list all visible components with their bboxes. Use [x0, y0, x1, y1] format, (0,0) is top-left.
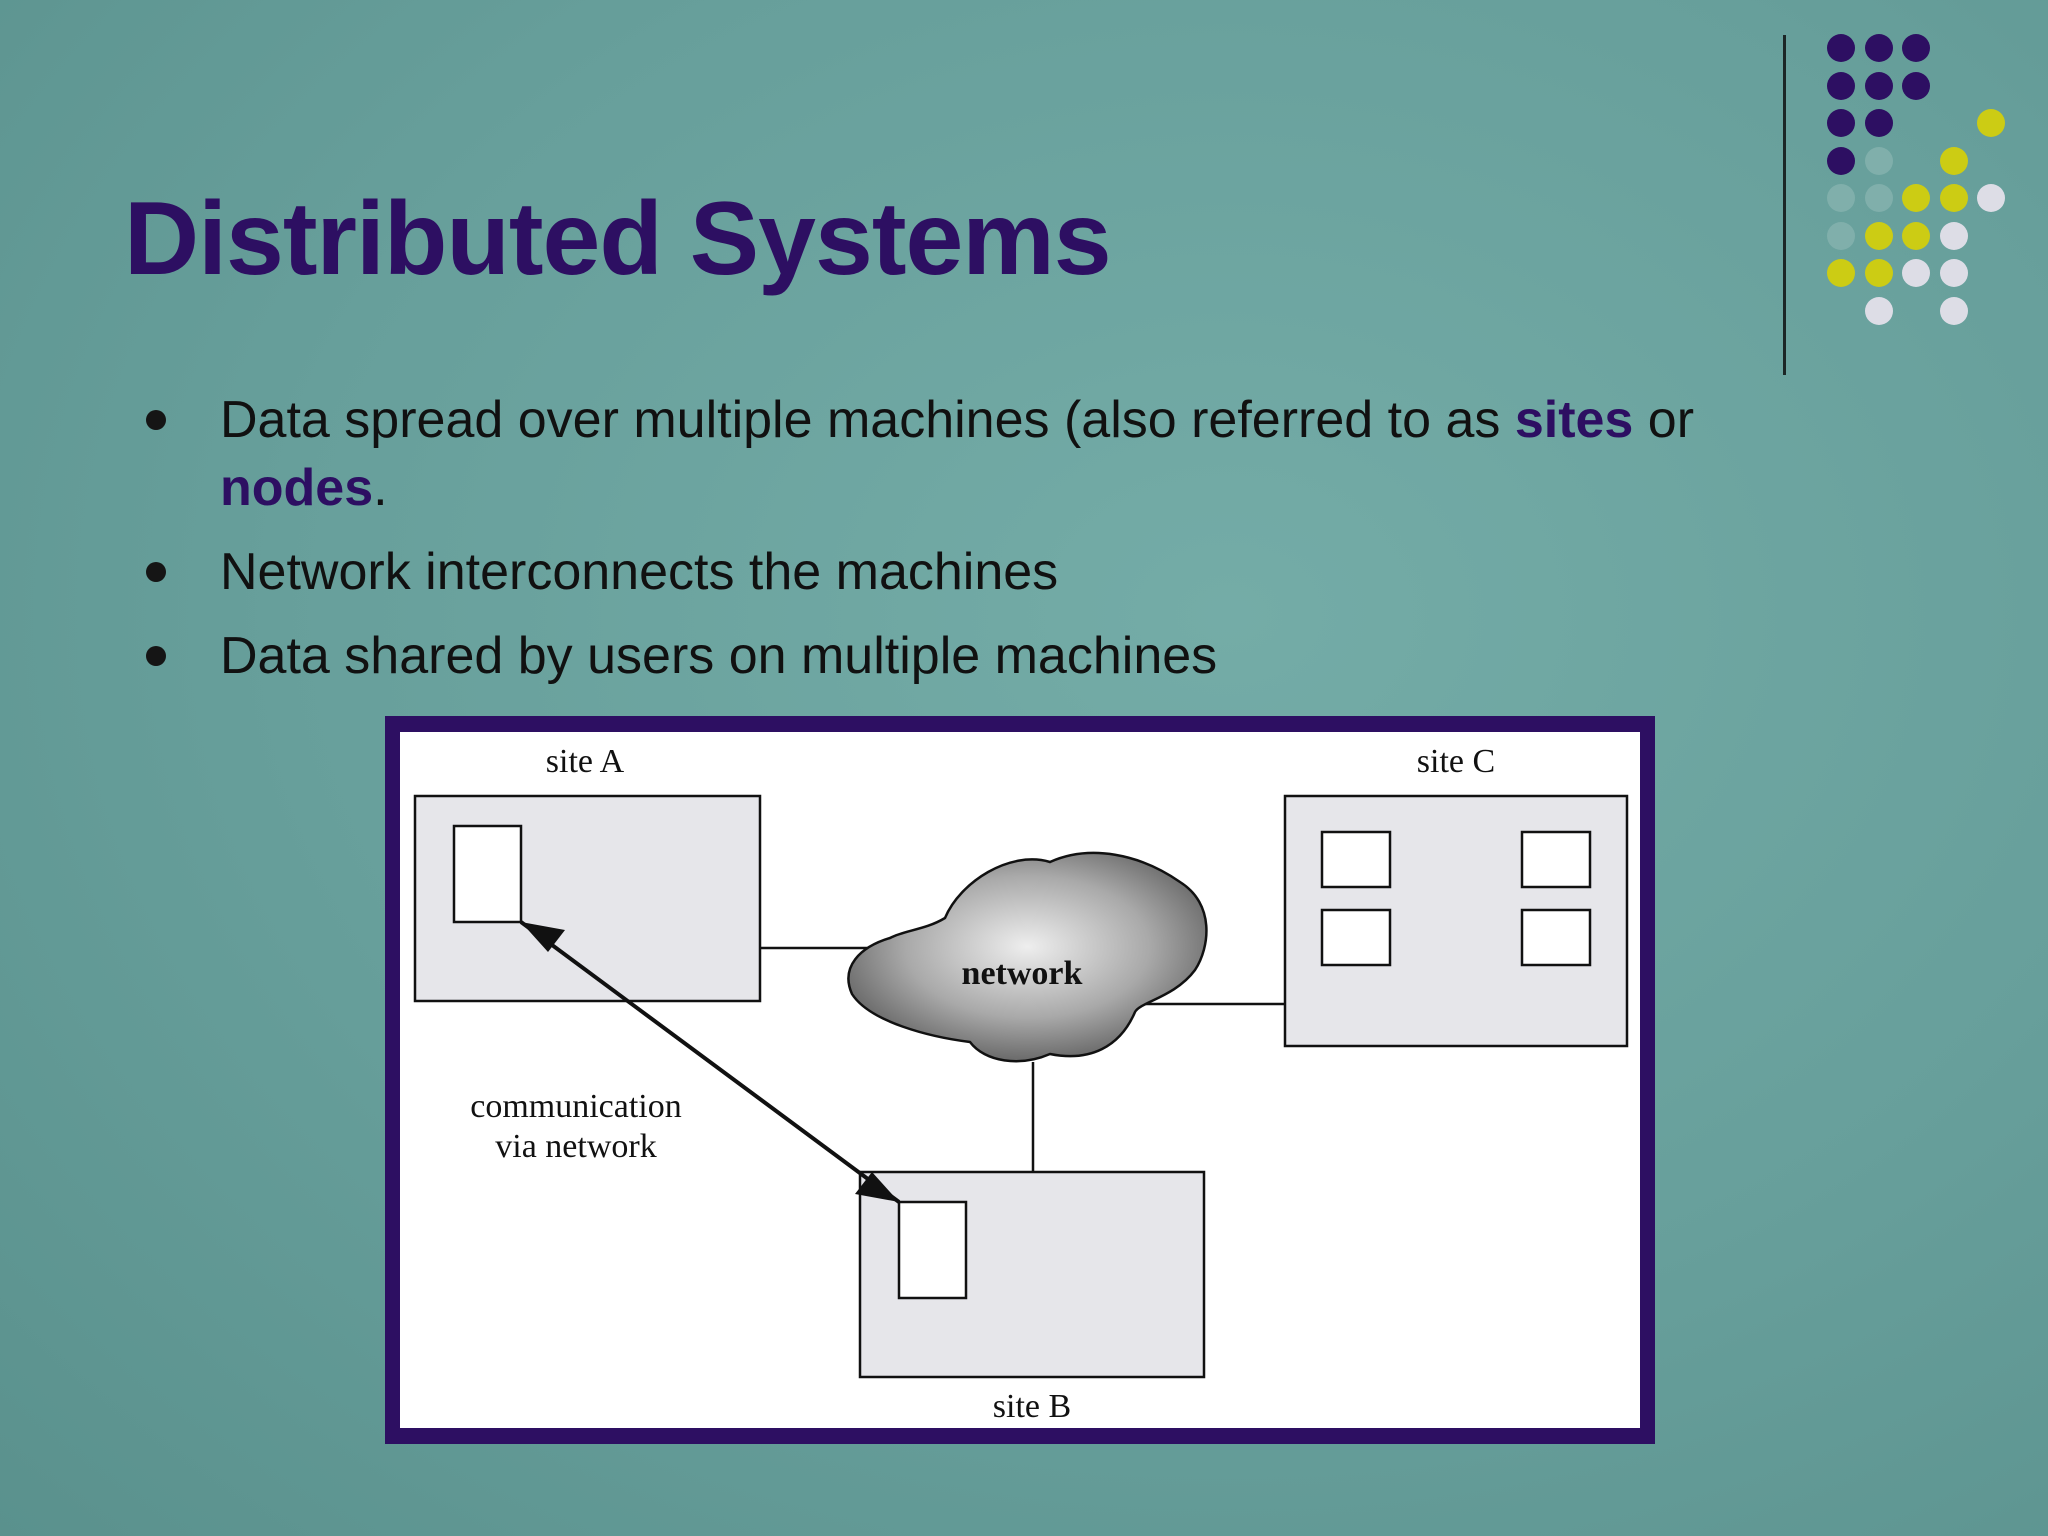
bullet-text: Data shared by users on multiple machine…	[220, 627, 1218, 685]
bullet-text: Network interconnects the machines	[220, 543, 1059, 601]
network-cloud-icon	[847, 851, 1208, 1063]
communication-arrow	[519, 920, 901, 1204]
decorative-dot	[1864, 296, 1893, 325]
bullet-text: or	[1633, 391, 1695, 449]
bullet-item-1: Data spread over multiple machines (also…	[140, 386, 1860, 522]
site-c-node	[1520, 830, 1592, 889]
decorative-dot	[1939, 259, 1968, 287]
bullet-text: Data spread over multiple machines (also…	[220, 391, 1515, 449]
decorative-dot	[1864, 71, 1893, 100]
bullet-list: Data spread over multiple machines (also…	[140, 386, 1860, 706]
slide-title: Distributed Systems	[124, 181, 1112, 297]
site-b-label: site B	[993, 1388, 1071, 1425]
decorative-dot	[1864, 259, 1893, 287]
distributed-system-diagram: site A site C site B network communicati…	[400, 732, 1640, 1428]
decorative-dot	[1902, 184, 1930, 212]
highlight-sites: sites	[1514, 391, 1634, 449]
decorative-dot	[1902, 71, 1930, 100]
site-c-node	[1520, 908, 1592, 967]
decorative-dot	[1939, 146, 1968, 175]
decorative-dot	[1827, 109, 1855, 137]
site-c-node	[1320, 908, 1392, 967]
highlight-nodes: nodes	[220, 459, 374, 517]
arrowhead-icon	[855, 1172, 899, 1202]
decorative-dot	[1864, 146, 1893, 175]
decorative-dot	[1902, 34, 1930, 62]
site-a-node	[452, 824, 523, 924]
arrowhead-icon	[521, 922, 565, 952]
bullet-item-3: Data shared by users on multiple machine…	[140, 622, 1860, 690]
site-a-label: site A	[546, 743, 625, 780]
decorative-dot	[1827, 146, 1855, 175]
decorative-dot	[1939, 221, 1968, 250]
site-c-label: site C	[1417, 743, 1495, 780]
decorative-dot	[1977, 184, 2005, 212]
decorative-divider-line	[1783, 35, 1786, 375]
decorative-dot	[1939, 184, 1968, 212]
bullet-item-2: Network interconnects the machines	[140, 538, 1860, 606]
communication-label-line2: via network	[495, 1128, 656, 1165]
decorative-dot	[1827, 259, 1855, 287]
bullet-text: .	[373, 459, 388, 517]
decorative-dot	[1864, 221, 1893, 250]
site-b-node	[897, 1200, 968, 1300]
decorative-dot	[1827, 34, 1855, 62]
communication-label-line1: communication	[470, 1088, 682, 1125]
decorative-dot	[1827, 184, 1855, 212]
site-c-node	[1320, 830, 1392, 889]
decorative-dot	[1827, 71, 1855, 100]
decorative-dot	[1827, 221, 1855, 250]
decorative-dot	[1977, 109, 2005, 137]
decorative-dot	[1939, 296, 1968, 325]
network-label: network	[962, 955, 1083, 992]
decorative-dot	[1864, 184, 1893, 212]
decorative-dot	[1864, 109, 1893, 137]
decorative-dot	[1864, 34, 1893, 62]
bullet-dot-icon	[146, 562, 166, 582]
bullet-dot-icon	[146, 646, 166, 666]
decorative-dot	[1902, 221, 1930, 250]
decorative-dot	[1902, 259, 1930, 287]
bullet-dot-icon	[146, 410, 166, 430]
